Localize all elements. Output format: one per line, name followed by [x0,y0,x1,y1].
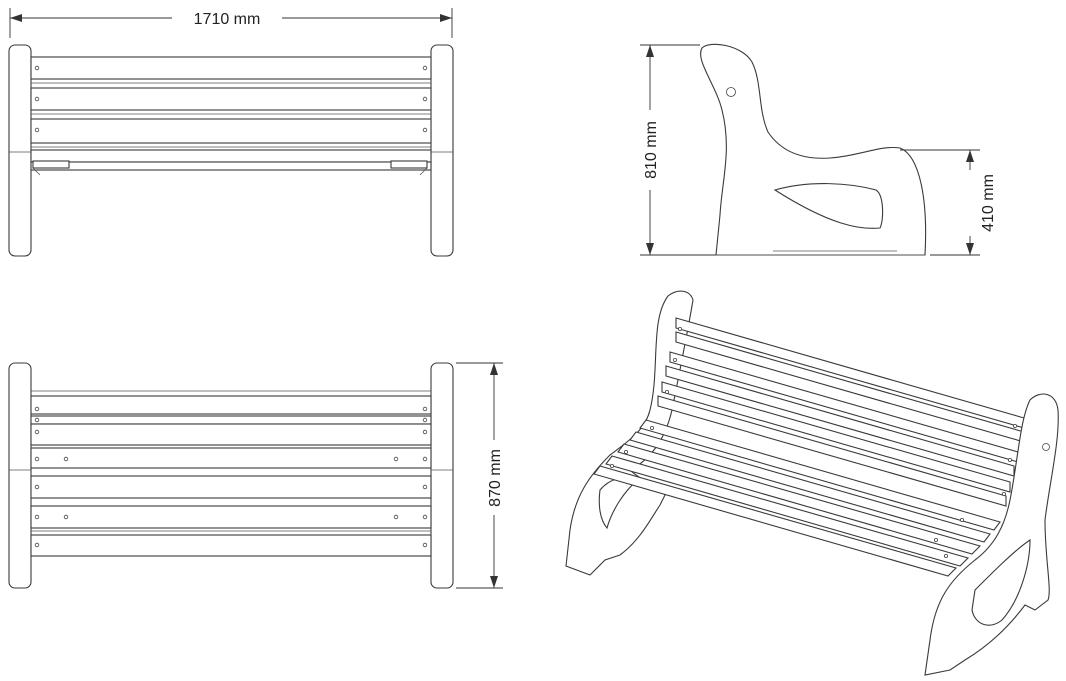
front-brackets [32,160,428,176]
front-slats [30,56,432,171]
front-right-leg [430,44,454,257]
height-dimension-label: 810 mm [643,121,660,179]
height-dimension-line [640,44,716,256]
front-bolt-holes [34,65,428,133]
side-view: 810 mm 410 mm [640,43,997,256]
seat-height-dimension-line [900,149,980,256]
iso-backrest-slats [657,317,1025,507]
top-right-end [430,362,454,589]
iso-bolt-holes [610,326,1018,559]
side-cutout [773,183,884,229]
front-left-leg [8,44,32,257]
iso-seat-slats [593,419,1001,577]
iso-bolt-hole [1042,443,1050,451]
top-slats [30,390,432,557]
length-dimension-label: 1710 mm [194,11,261,28]
front-view: 1710 mm [8,8,454,257]
top-view: 870 mm [8,362,504,589]
top-bolt-holes [34,406,428,548]
isometric-view [565,290,1059,676]
depth-dimension-label: 870 mm [487,449,504,507]
side-bolt-hole [726,87,736,97]
depth-dimension-line [456,362,503,589]
iso-right-support [924,393,1059,676]
top-left-end [8,362,32,589]
side-profile [700,43,927,256]
seat-height-dimension-label: 410 mm [980,174,997,232]
length-dimension-line [9,8,453,38]
